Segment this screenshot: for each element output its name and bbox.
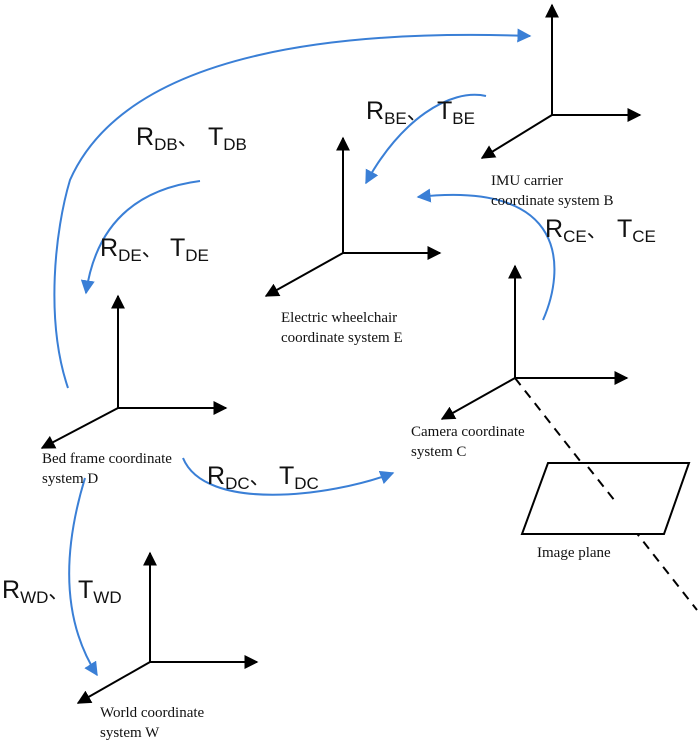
arrow-de [80,180,201,295]
label-imu-carrier: IMU carrier coordinate system B [491,173,613,209]
arrow-wd [68,477,98,677]
axes-wheelchair-e [264,136,442,297]
label-world: World coordinate system W [100,705,208,741]
label-rce-tce: RCE、TCE [545,215,656,246]
axes-imu-b [480,3,642,159]
arrow-dc [182,457,395,496]
label-rbe-tbe: RBE、TBE [366,97,475,128]
label-rde-tde: RDE、TDE [100,234,209,265]
label-bed-frame: Bed frame coordinate system D [42,451,176,487]
optical-axis-inside-plane [587,466,616,502]
axes-bed-d [40,294,228,449]
label-electric-wheelchair: Electric wheelchair coordinate system E [281,310,403,346]
label-rdc-tdc: RDC、TDC [207,462,319,493]
label-camera: Camera coordinate system C [411,424,528,460]
axes-camera-c [440,264,629,420]
label-rwd-twd: RWD、TWD [2,576,122,607]
axes-world-w [76,551,259,704]
label-rdb-tdb: RDB、TDB [136,123,247,154]
image-plane-shape [520,462,691,535]
label-image-plane: Image plane [537,545,611,561]
arrow-be [365,93,487,185]
arrow-db [53,28,532,389]
arrow-ce [416,188,556,321]
